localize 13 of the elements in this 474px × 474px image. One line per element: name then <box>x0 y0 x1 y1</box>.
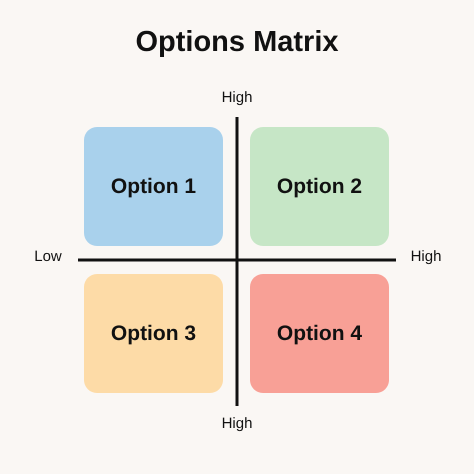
axis-label: High <box>222 89 252 107</box>
quadrant-box <box>84 274 223 393</box>
quadrant-box <box>250 274 389 393</box>
axis-label: High <box>222 415 252 433</box>
quadrant-box <box>250 127 389 246</box>
quadrant-label: Option 1 <box>110 174 196 200</box>
axis-label: High <box>410 248 442 266</box>
quadrant-label: Option 2 <box>276 174 362 200</box>
axis-label: Low <box>34 248 62 266</box>
diagram-title: Options Matrix <box>135 25 338 60</box>
quadrant-box <box>84 127 223 246</box>
quadrant-label: Option 3 <box>110 320 196 346</box>
quadrant-label: Option 4 <box>276 320 362 346</box>
